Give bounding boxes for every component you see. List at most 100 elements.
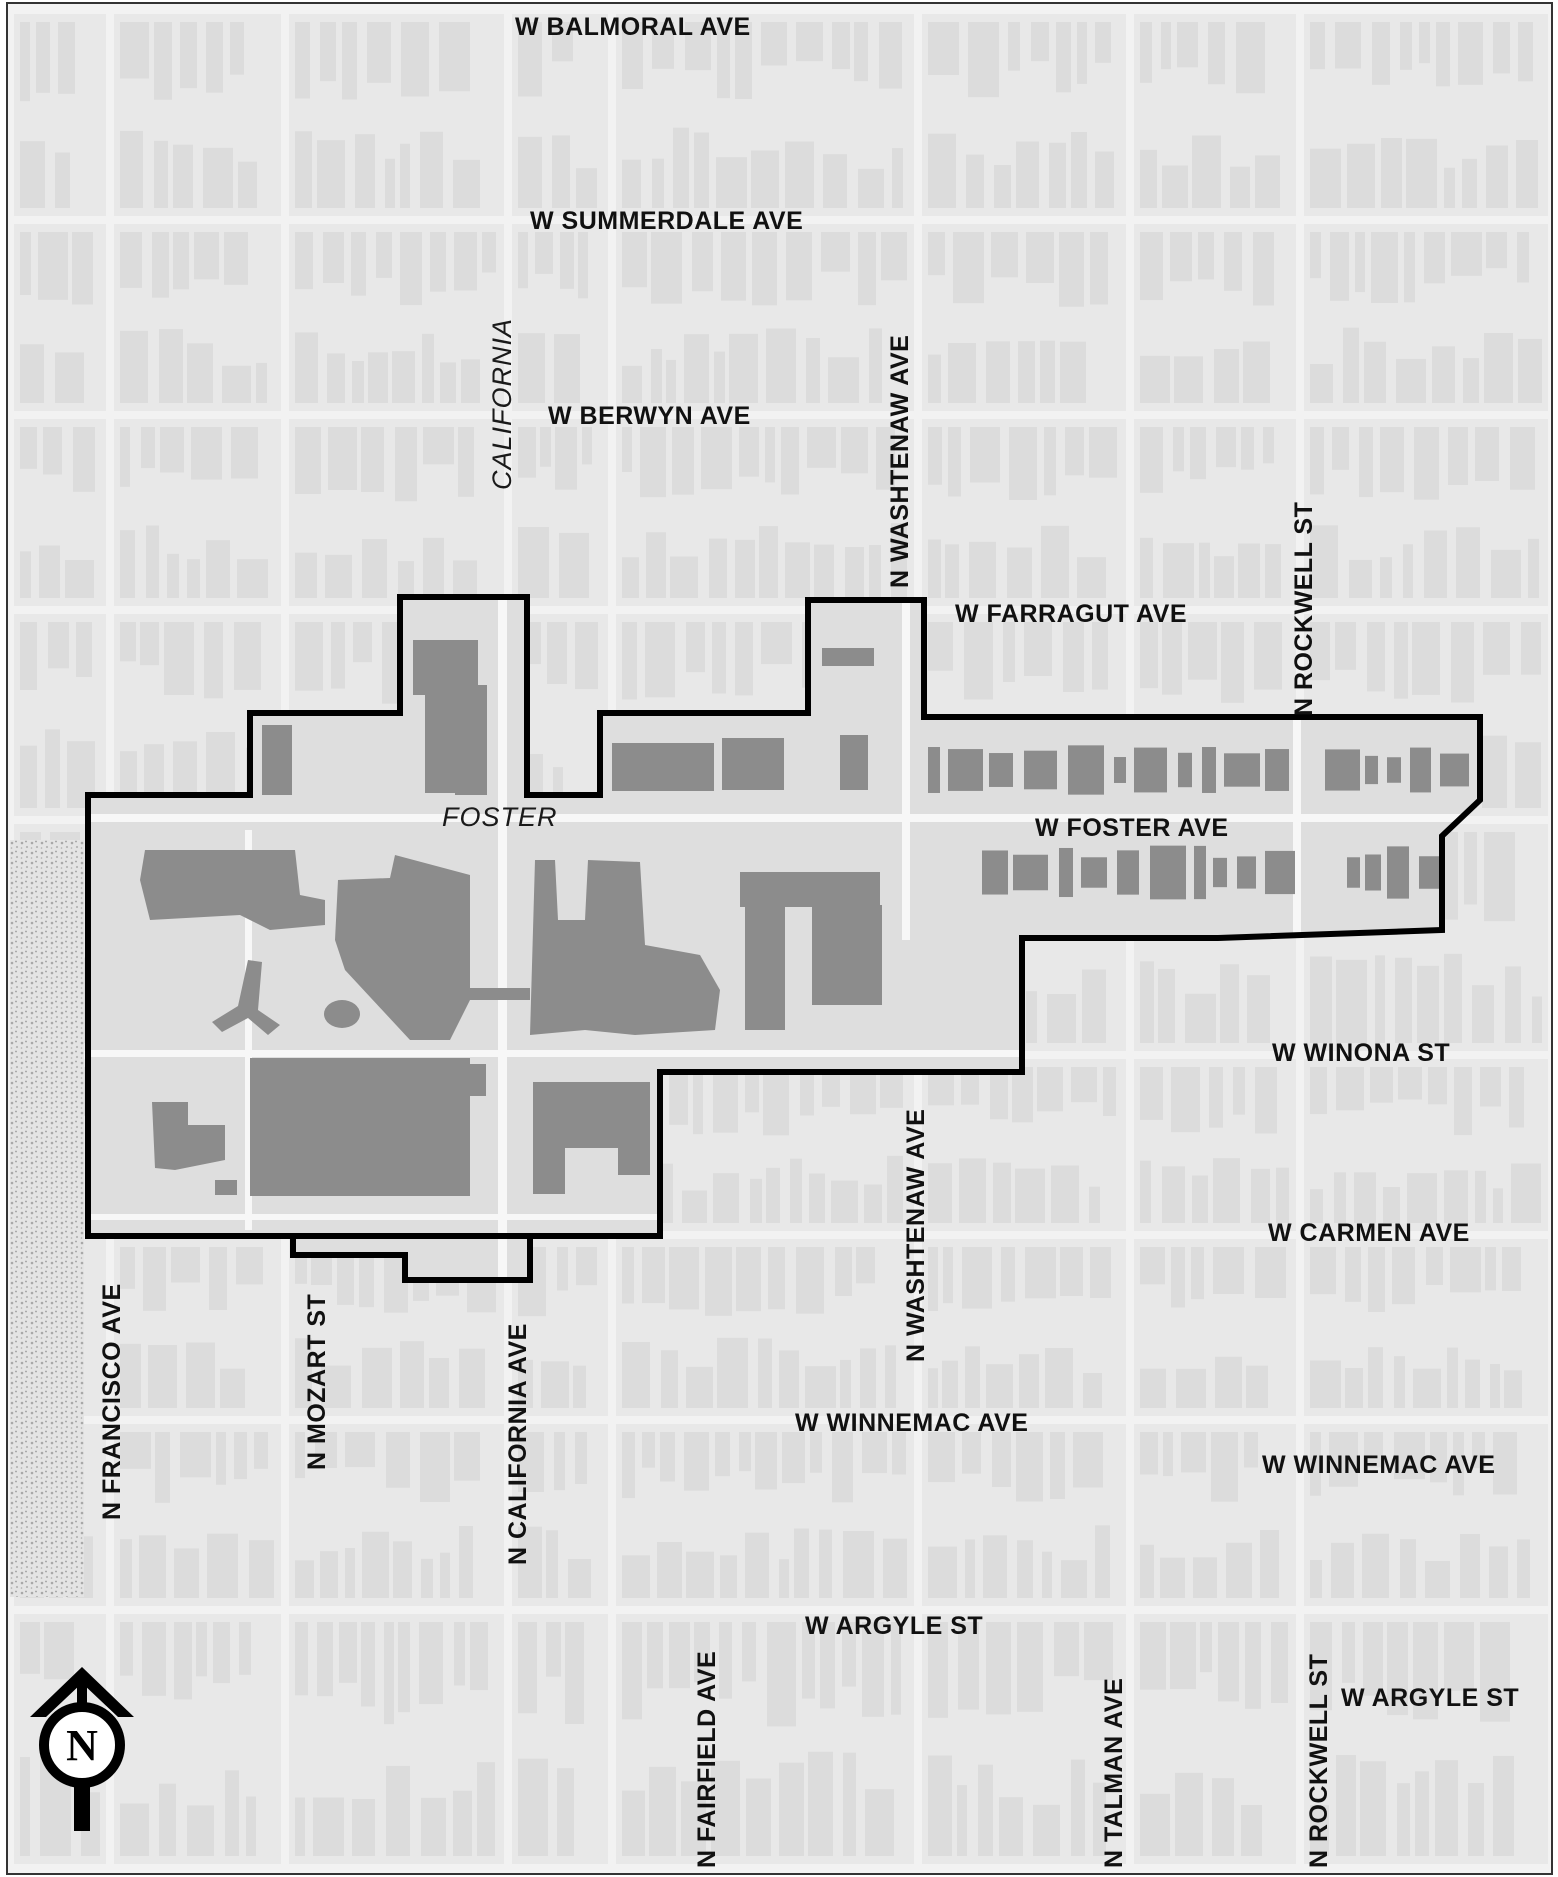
- context-building: [1444, 1170, 1468, 1223]
- context-building: [942, 1360, 958, 1408]
- context-building: [1190, 427, 1206, 480]
- context-building: [1482, 735, 1507, 808]
- context-building: [750, 1178, 762, 1223]
- context-building: [1395, 957, 1412, 1043]
- context-building: [622, 427, 632, 472]
- site-building-north-3: [455, 685, 487, 795]
- site-building-west-2: [335, 855, 470, 1040]
- context-building: [1435, 1760, 1458, 1856]
- context-building: [421, 1558, 433, 1598]
- context-building: [785, 141, 814, 208]
- context-building: [796, 22, 823, 62]
- context-building: [779, 1762, 804, 1856]
- context-building: [453, 1790, 472, 1856]
- context-building: [317, 140, 345, 208]
- context-building: [1396, 358, 1426, 403]
- context-building: [159, 1783, 176, 1856]
- context-building: [990, 1067, 1008, 1120]
- context-building: [1071, 1759, 1085, 1856]
- context-building: [1221, 622, 1244, 703]
- context-building: [1251, 1168, 1270, 1223]
- context-building: [1140, 961, 1154, 1043]
- context-building: [72, 232, 93, 305]
- context-building: [1360, 1761, 1386, 1856]
- context-building: [1158, 968, 1175, 1043]
- context-building: [1518, 22, 1533, 82]
- context-building: [1017, 1622, 1043, 1712]
- context-building: [999, 1797, 1023, 1856]
- context-building: [352, 1798, 375, 1856]
- context-building: [206, 22, 223, 93]
- context-building: [832, 22, 850, 70]
- context-building: [962, 1247, 992, 1309]
- context-building: [1093, 1782, 1106, 1856]
- context-building: [1331, 1542, 1354, 1598]
- context-building: [1077, 557, 1106, 598]
- context-building: [1310, 1189, 1323, 1223]
- context-building: [1008, 22, 1020, 71]
- context-building: [337, 1247, 354, 1305]
- context-building: [1181, 1432, 1206, 1473]
- context-building: [943, 1247, 953, 1304]
- label-foster: W FOSTER AVE: [1035, 814, 1229, 842]
- context-building: [1025, 1247, 1056, 1299]
- context-building: [518, 333, 545, 403]
- context-building: [1349, 559, 1372, 598]
- context-building: [1045, 1347, 1073, 1408]
- context-building: [865, 1789, 894, 1856]
- context-building: [143, 1247, 166, 1311]
- context-building: [879, 22, 902, 89]
- context-building: [461, 359, 480, 403]
- context-building: [1367, 622, 1385, 692]
- context-building: [1054, 1622, 1079, 1677]
- context-building: [295, 1622, 308, 1696]
- site-building-east: [1194, 845, 1206, 900]
- site-building-central-3: [745, 905, 785, 1030]
- context-building: [1140, 1622, 1166, 1690]
- context-building: [73, 427, 95, 492]
- context-building: [1310, 1432, 1321, 1496]
- context-building: [1255, 1247, 1286, 1298]
- label-summerdale: W SUMMERDALE AVE: [530, 207, 803, 235]
- context-building: [187, 1805, 214, 1856]
- street-labels: W BALMORAL AVE W SUMMERDALE AVE W BERWYN…: [98, 13, 1519, 1868]
- site-building-east: [1068, 745, 1104, 795]
- context-building: [1310, 22, 1325, 70]
- context-building: [453, 560, 477, 598]
- context-building: [440, 362, 456, 403]
- context-building: [254, 1432, 268, 1469]
- context-building: [1044, 427, 1056, 496]
- context-building: [1425, 1560, 1450, 1598]
- context-building: [856, 1247, 875, 1284]
- context-building: [684, 1432, 709, 1491]
- context-building: [1244, 1432, 1258, 1468]
- site-building-east: [948, 749, 983, 791]
- context-building: [1363, 1622, 1383, 1696]
- context-building: [1049, 142, 1066, 208]
- context-building: [576, 168, 597, 208]
- context-building: [1518, 338, 1542, 403]
- context-building: [1140, 537, 1153, 598]
- context-building: [164, 622, 194, 695]
- context-building: [994, 164, 1011, 208]
- context-building: [423, 537, 444, 598]
- context-building: [541, 1361, 569, 1408]
- context-building: [1310, 622, 1330, 681]
- context-building: [1475, 427, 1499, 481]
- context-building: [1246, 1365, 1268, 1408]
- context-building: [120, 1432, 151, 1469]
- context-building: [393, 1541, 412, 1598]
- context-building: [1342, 1622, 1355, 1683]
- context-building: [1033, 1804, 1060, 1856]
- context-building: [758, 1338, 772, 1408]
- context-building: [1394, 1356, 1405, 1408]
- context-building: [518, 427, 536, 478]
- context-building: [966, 154, 984, 208]
- context-building: [546, 1530, 558, 1598]
- context-building: [964, 622, 993, 700]
- context-building: [1364, 1432, 1383, 1468]
- context-building: [1140, 1368, 1166, 1408]
- context-building: [359, 1247, 374, 1308]
- context-building: [454, 1622, 465, 1686]
- context-building: [1489, 1546, 1508, 1598]
